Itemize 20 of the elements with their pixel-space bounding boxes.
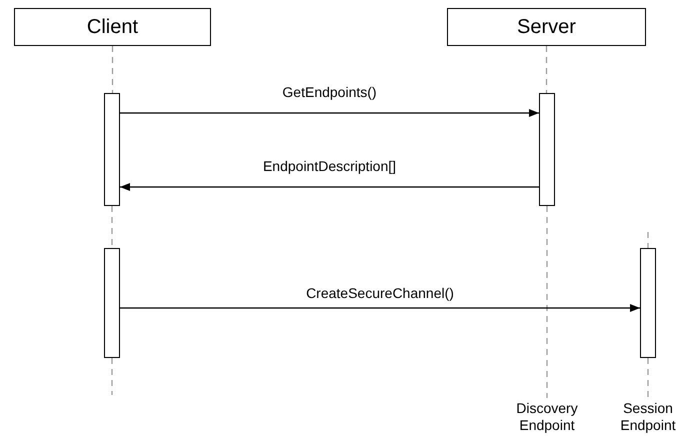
activation-bar [104,248,120,358]
participant-box: Server [447,8,646,46]
lifeline [111,358,113,395]
lifeline [647,232,649,248]
lifeline [647,358,649,398]
edge-label: CreateSecureChannel() [304,285,456,301]
lifeline [112,46,114,93]
participant-box: Client [14,8,211,46]
endpoint-label: Session Endpoint [614,398,682,436]
edge-label: GetEndpoints() [280,84,379,100]
message-arrow [120,304,640,312]
activation-bar [640,248,656,358]
activation-bar [539,93,555,206]
lifeline [546,46,548,93]
endpoint-label: Discovery Endpoint [510,398,584,436]
message-arrow [120,183,539,191]
message-arrow [120,109,539,117]
lifeline [546,206,548,398]
activation-bar [104,93,120,206]
lifeline [111,206,113,248]
